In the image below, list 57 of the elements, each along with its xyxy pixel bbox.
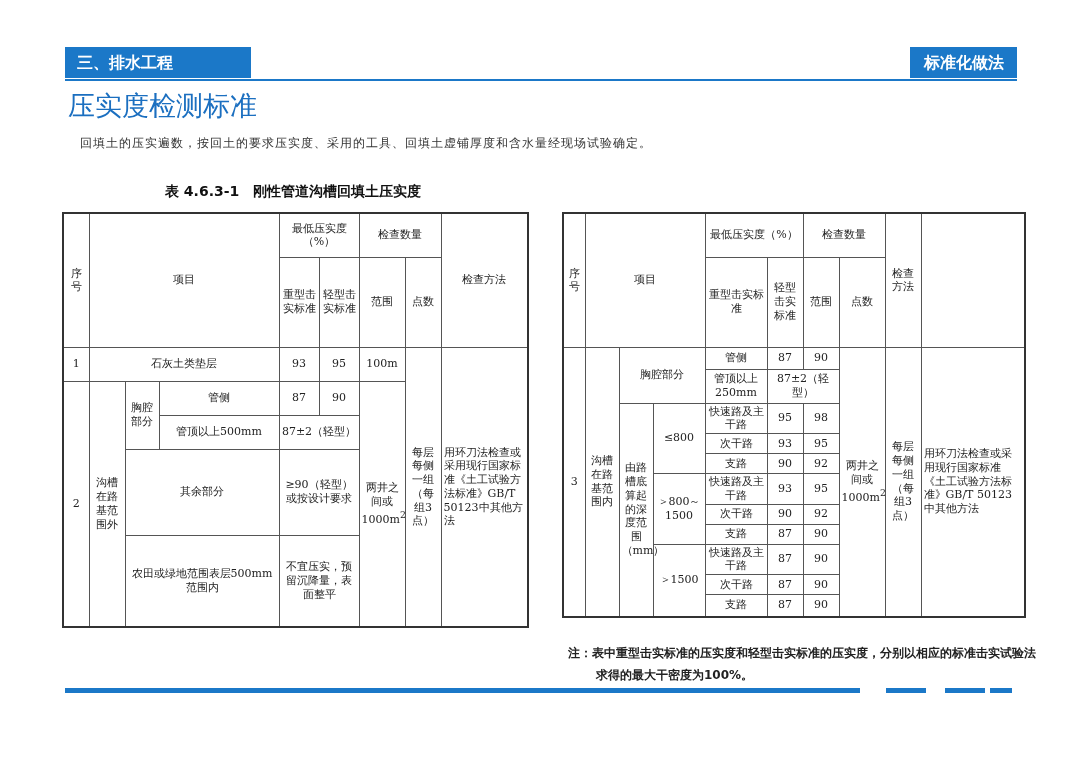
intro-text: 回填土的压实遍数，按回土的要求压实度、采用的工具、回填土虚铺厚度和含水量经现场试验确定。 (80, 136, 652, 151)
table-cell: 快速路及主干路 (705, 473, 767, 504)
category-tab: 标准化做法 (910, 47, 1017, 78)
section-tab: 三、排水工程 (65, 47, 251, 78)
table-cell: 100m (359, 347, 405, 381)
table-cell: 87 (767, 544, 803, 575)
footnote: 注：表中重型击实标准的压实度和轻型击实标准的压实度，分别以相应的标准击实试验法求得的最大干密度为100%。 (568, 645, 1037, 684)
header-cell: 序号 (563, 213, 585, 347)
header-cell: 轻型击实标准 (319, 257, 359, 347)
table-cell: 快速路及主干路 (705, 544, 767, 575)
table-cell: 两井之间或1000m$^{2}$ (839, 347, 885, 617)
header-cell: 检查数量 (359, 213, 441, 257)
header-cell: 项目 (585, 213, 705, 347)
table-cell: 次干路 (705, 574, 767, 595)
table-cell: 95 (319, 347, 359, 381)
header-cell: 范围 (803, 257, 839, 347)
header-cell: 重型击实标准 (279, 257, 319, 347)
table-cell: 90 (319, 381, 359, 415)
table-cell: ＞800～1500 (653, 473, 705, 544)
table-cell: 支路 (705, 524, 767, 544)
header-cell: 重型击实标准 (705, 257, 767, 347)
table-cell: 次干路 (705, 504, 767, 524)
table-cell: 管顶以上250mm (705, 369, 767, 403)
header-cell: 范围 (359, 257, 405, 347)
table-cell: 90 (803, 347, 839, 369)
table-cell: 87 (279, 381, 319, 415)
table-cell: 87 (767, 574, 803, 595)
header-cell: 最低压实度（%） (279, 213, 359, 257)
table-cell: 每层每侧一组（每组3点） (405, 347, 441, 627)
table-cell: 胸腔部分 (619, 347, 705, 403)
table-cell: 支路 (705, 453, 767, 474)
table-cell: 快速路及主干路 (705, 403, 767, 434)
header-cell: 项目 (89, 213, 279, 347)
table-cell: 其余部分 (125, 449, 279, 535)
table-cell: 95 (767, 403, 803, 434)
table-cell: 管侧 (705, 347, 767, 369)
header-cell: 轻型击实标准 (767, 257, 803, 347)
table-cell: 93 (767, 473, 803, 504)
table-cell: ≤800 (653, 403, 705, 474)
table-cell: 1 (63, 347, 89, 381)
table-cell: 87 (767, 347, 803, 369)
table-cell: 胸腔部分 (125, 381, 159, 449)
table-cell: 93 (767, 433, 803, 454)
table-cell: 93 (279, 347, 319, 381)
header-cell: 最低压实度（%） (705, 213, 803, 257)
header-cell: 检查数量 (803, 213, 885, 257)
table-cell: 管顶以上500mm (159, 415, 279, 449)
table-cell: 90 (767, 453, 803, 474)
table-cell: 90 (767, 504, 803, 524)
header-cell: 序号 (63, 213, 89, 347)
table-cell: 次干路 (705, 433, 767, 454)
table-cell: 管侧 (159, 381, 279, 415)
table-caption: 表 4.6.3-1 刚性管道沟槽回填土压实度 (165, 183, 422, 201)
table-cell: 87 (767, 524, 803, 544)
page-title: 压实度检测标准 (68, 89, 257, 123)
table-cell: 石灰土类垫层 (89, 347, 279, 381)
header-cell: 检查方法 (885, 213, 921, 347)
